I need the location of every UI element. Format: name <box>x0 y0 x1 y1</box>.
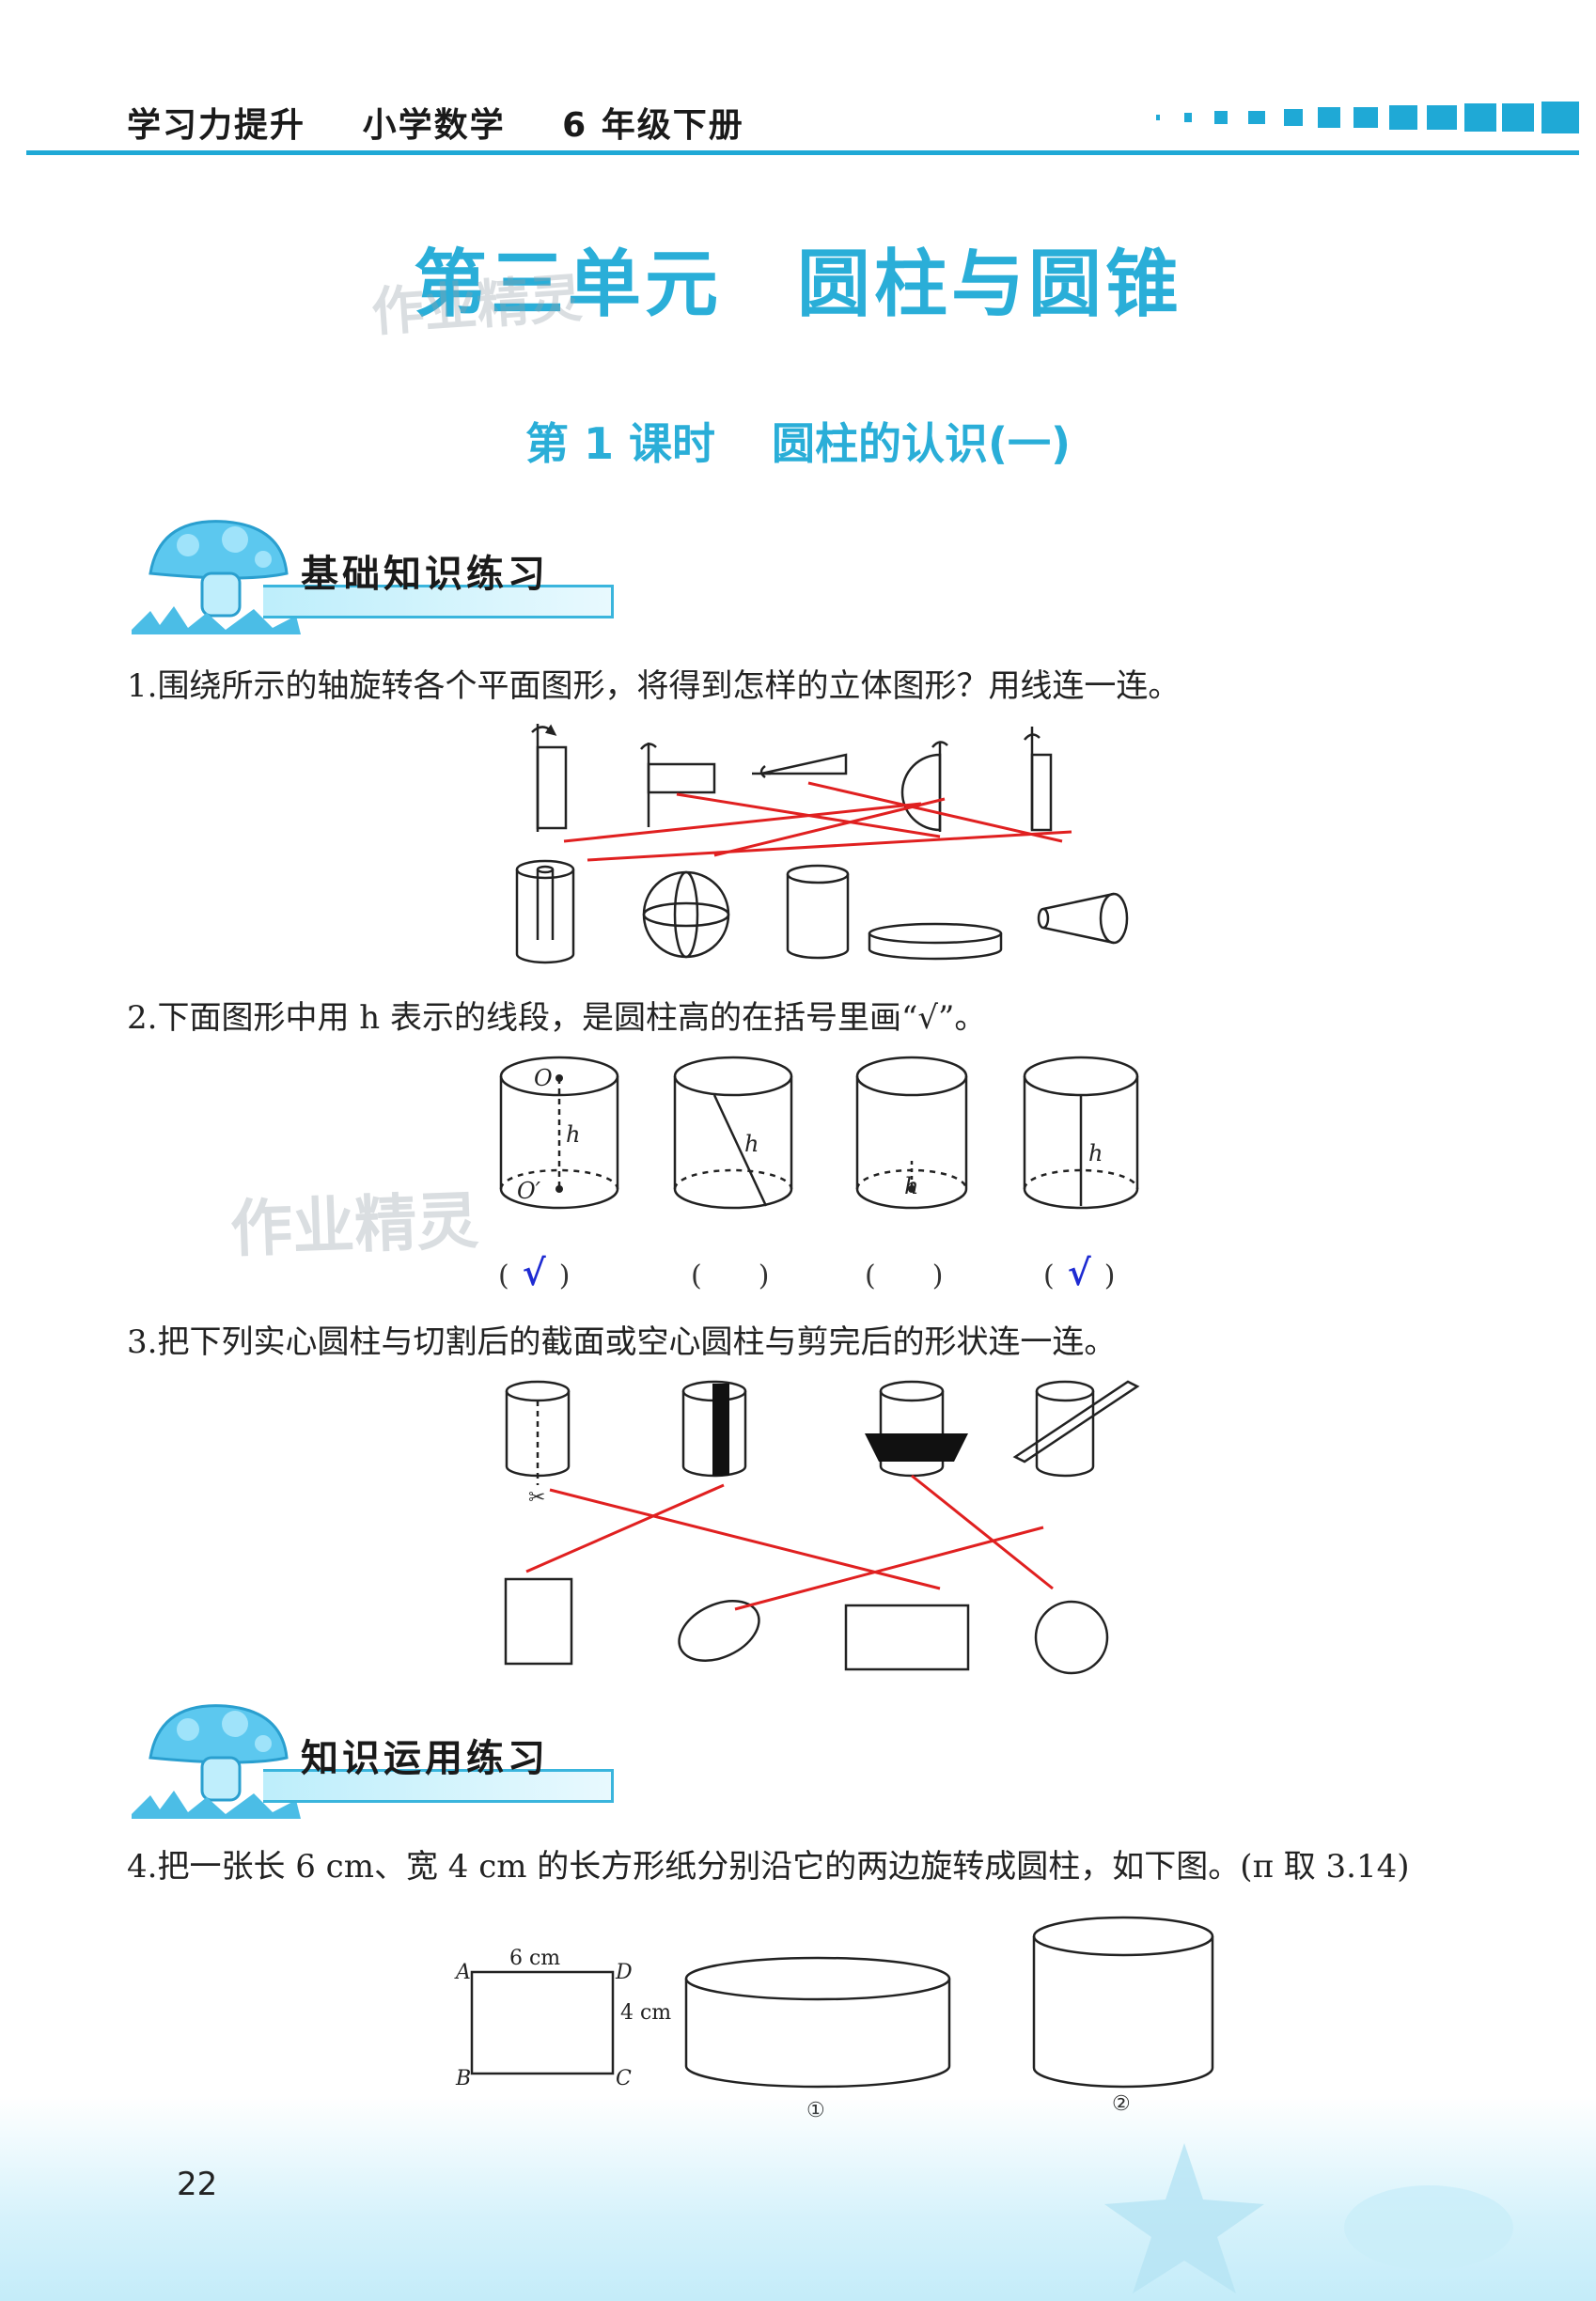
length-label: 6 cm <box>509 1947 560 1970</box>
answer-4: √ <box>1067 1251 1091 1293</box>
label-h1: h <box>566 1121 580 1148</box>
watermark-middle: 作业精灵 <box>228 1184 480 1266</box>
lesson-number: 第 1 课时 <box>524 418 715 469</box>
vertex-b: B <box>455 2067 471 2090</box>
unit-number: 第三单元 <box>413 242 722 327</box>
lesson-name: 圆柱的认识(一) <box>772 418 1072 469</box>
label-h3: h <box>904 1173 918 1199</box>
header-decoration <box>1156 102 1579 133</box>
vertex-d: D <box>615 1961 633 1984</box>
scissors-icon: ✂ <box>528 1486 545 1510</box>
question-3: 3.把下列实心圆柱与切割后的截面或空心圆柱与剪完后的形状连一连。 <box>127 1323 1117 1361</box>
question-2: 2.下面图形中用 h 表示的线段，是圆柱高的在括号里画“√”。 <box>127 999 987 1037</box>
label-h4: h <box>1088 1140 1103 1166</box>
width-label: 4 cm <box>620 2001 671 2025</box>
lesson-title: 第 1 课时 圆柱的认识(一) <box>0 410 1596 472</box>
unit-name: 圆柱与圆锥 <box>797 242 1183 327</box>
label-o-prime: O′ <box>517 1178 541 1204</box>
starfish-icon <box>1104 2143 1513 2293</box>
running-header: 学习力提升 小学数学 6 年级下册 <box>127 98 788 147</box>
q2-figure: O h O′ h h h <box>499 1056 1139 1210</box>
footer-background <box>0 2096 1596 2301</box>
mushroom-icon-2 <box>132 1704 301 1819</box>
header-series: 学习力提升 <box>127 106 306 145</box>
answer-1: √ <box>522 1251 546 1293</box>
label-h2: h <box>744 1131 759 1157</box>
paren-2: () <box>691 1260 770 1292</box>
section-title-basic: 基础知识练习 <box>301 553 549 596</box>
paren-1: (√) <box>498 1251 571 1293</box>
section-bar-applied <box>263 1769 614 1803</box>
paren-4: (√) <box>1043 1251 1116 1293</box>
question-1: 1.围绕所示的轴旋转各个平面图形，将得到怎样的立体图形？用线连一连。 <box>127 667 1181 705</box>
paren-3: () <box>865 1260 944 1292</box>
q3-answer-lines <box>525 1474 1054 1611</box>
vertex-a: A <box>454 1961 471 1984</box>
page-number: 22 <box>177 2166 218 2203</box>
q1-figure <box>515 724 1129 964</box>
q2-answer-row: (√) () () (√) <box>498 1245 1156 1293</box>
section-bar-basic <box>263 585 614 618</box>
header-rule <box>26 150 1579 155</box>
watermark-top: 作业精灵 <box>369 268 585 344</box>
mushroom-icon <box>132 520 301 634</box>
q3-figure: ✂ <box>504 1380 1140 1675</box>
unit-title: 第三单元圆柱与圆锥 <box>0 226 1596 331</box>
section-title-applied: 知识运用练习 <box>301 1737 549 1780</box>
header-grade: 6 年级下册 <box>562 106 744 145</box>
q1-answer-lines <box>563 781 1072 862</box>
label-o: O <box>534 1065 553 1091</box>
header-subject: 小学数学 <box>362 106 506 145</box>
question-4: 4.把一张长 6 cm、宽 4 cm 的长方形纸分别沿它的两边旋转成圆柱，如下图… <box>127 1848 1410 1886</box>
vertex-c: C <box>616 2067 632 2090</box>
